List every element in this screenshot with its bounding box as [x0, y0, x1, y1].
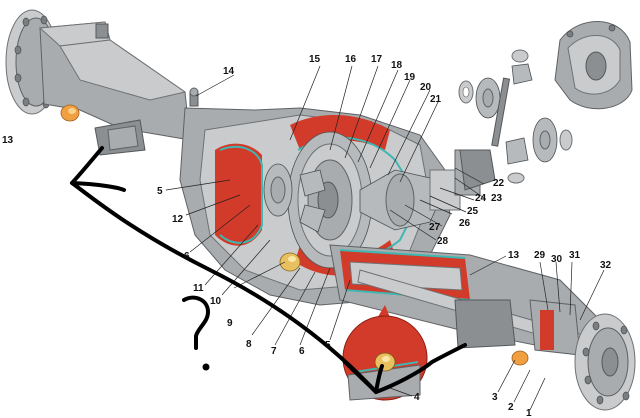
- differential-gears: [263, 163, 326, 233]
- label-32: 32: [600, 260, 612, 271]
- label-17: 17: [371, 54, 383, 65]
- label-29: 29: [534, 250, 546, 261]
- label-24: 24: [475, 193, 487, 204]
- label-30: 30: [551, 254, 563, 265]
- label-3: 3: [492, 392, 498, 403]
- left-drain-plug: [60, 104, 80, 122]
- part-labels: 13 14 15 16 17 18 19 20 21 22 23 24 25 2…: [2, 54, 612, 418]
- label-6-lower: 6: [299, 346, 305, 357]
- label-4: 4: [414, 392, 420, 403]
- label-25: 25: [467, 206, 479, 217]
- leader-lines: [165, 65, 605, 411]
- label-16: 16: [345, 54, 357, 65]
- label-5-lower: 5: [325, 340, 331, 351]
- label-7: 7: [271, 346, 277, 357]
- label-1: 1: [526, 408, 532, 418]
- right-axle-tube: [329, 244, 601, 356]
- label-14: 14: [223, 66, 235, 77]
- label-8: 8: [246, 339, 252, 350]
- drive-pinion: [359, 149, 496, 231]
- label-22: 22: [493, 178, 505, 189]
- label-18: 18: [391, 60, 403, 71]
- label-11: 11: [193, 283, 204, 294]
- label-31: 31: [569, 250, 581, 261]
- drain-detail-magnifier: [342, 305, 428, 401]
- label-27: 27: [429, 222, 441, 233]
- breather-valve: [189, 87, 199, 107]
- label-26: 26: [459, 218, 471, 229]
- label-19: 19: [404, 72, 416, 83]
- label-12: 12: [172, 214, 184, 225]
- label-10: 10: [210, 296, 222, 307]
- label-6-upper: 6: [184, 251, 190, 262]
- label-13-right: 13: [508, 250, 520, 261]
- label-21: 21: [430, 94, 442, 105]
- label-13-left: 13: [2, 135, 14, 146]
- label-9: 9: [227, 318, 233, 329]
- right-drain-plug: [511, 350, 529, 366]
- label-20: 20: [420, 82, 432, 93]
- label-5-upper: 5: [157, 186, 163, 197]
- label-23: 23: [491, 193, 503, 204]
- label-15: 15: [309, 54, 321, 65]
- right-axle-flange: [574, 313, 636, 411]
- left-axle-tube: [38, 21, 191, 156]
- filler-plug: [279, 252, 301, 272]
- exploded-differential-parts: [458, 21, 633, 184]
- label-2: 2: [508, 402, 514, 413]
- label-28: 28: [437, 236, 449, 247]
- ink-annotations: [70, 146, 467, 394]
